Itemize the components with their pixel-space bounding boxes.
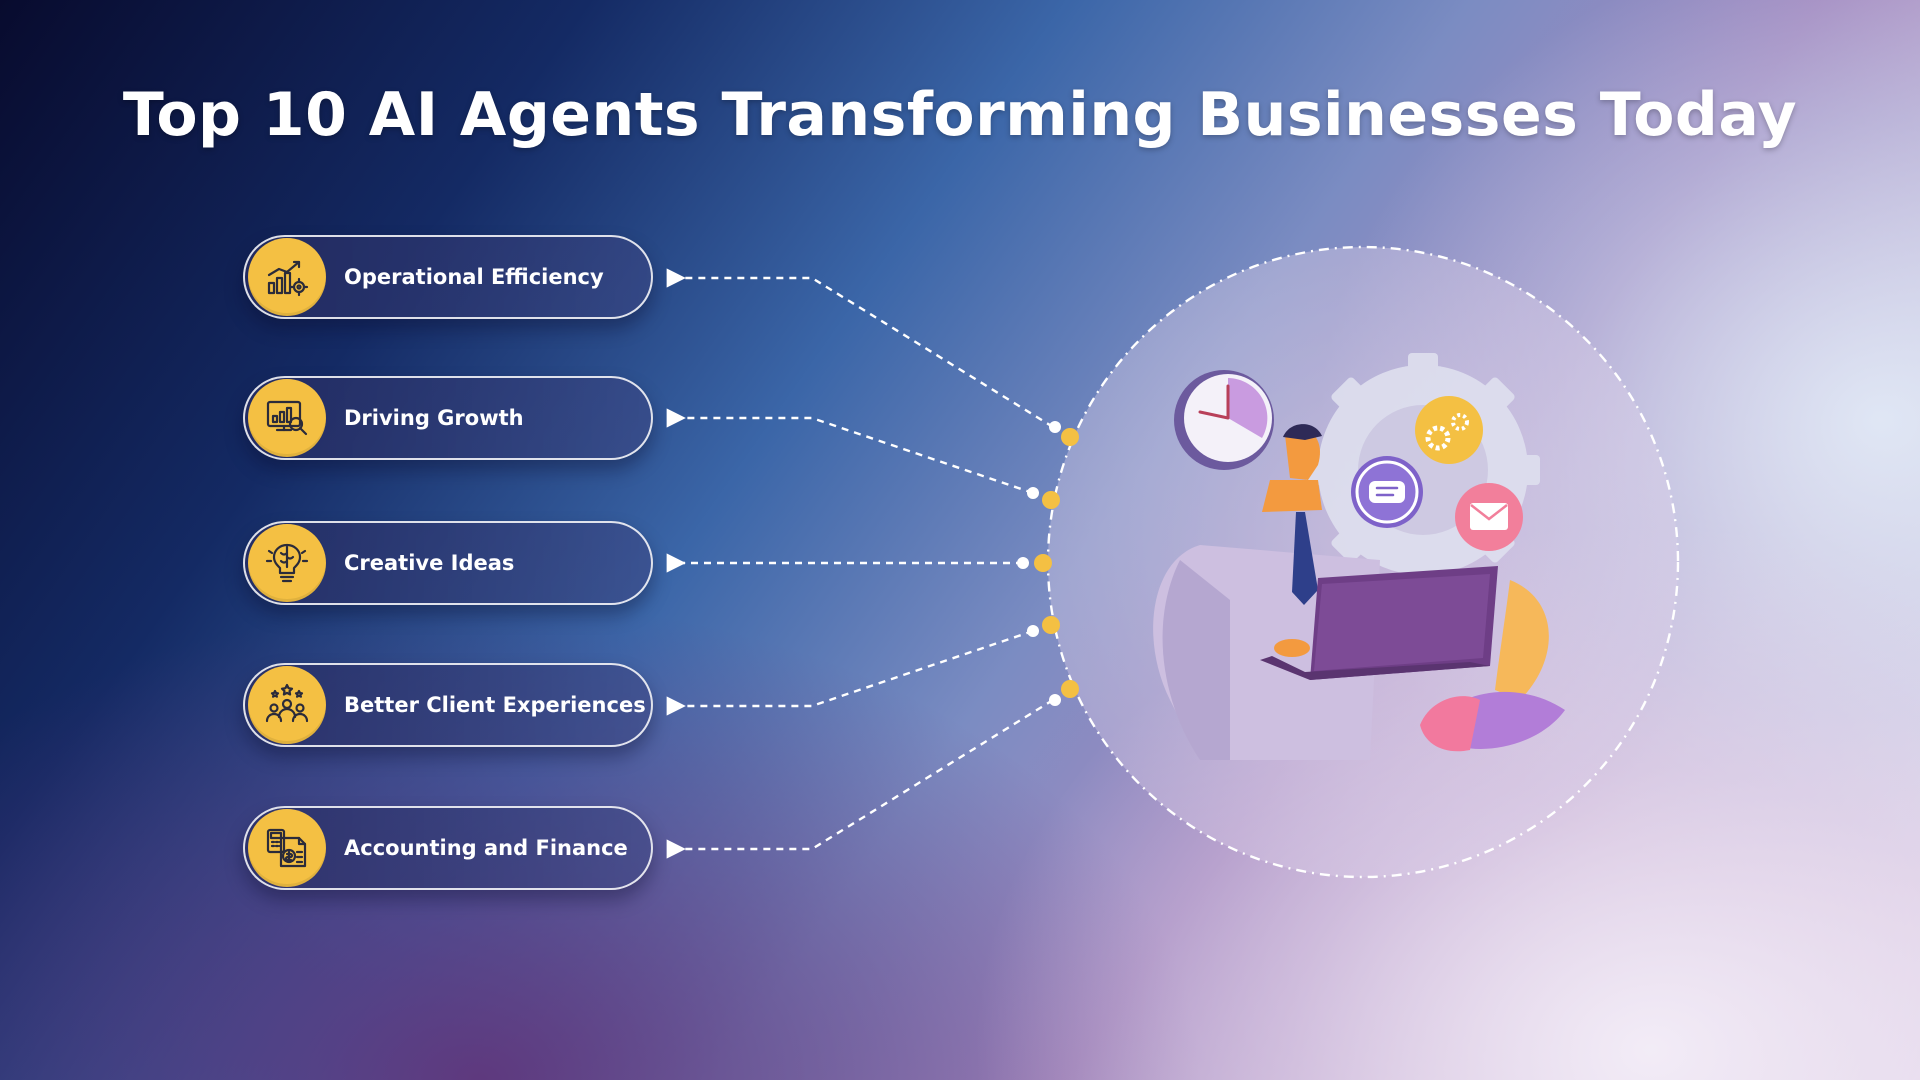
connector-4 bbox=[666, 629, 1034, 716]
item-creative-ideas: Creative Ideas bbox=[243, 521, 653, 605]
item-label: Better Client Experiences bbox=[344, 693, 646, 717]
gear-icon bbox=[1306, 353, 1540, 587]
finance-document-icon bbox=[248, 809, 326, 887]
clock-icon bbox=[1174, 370, 1274, 470]
small-gears-icon bbox=[1415, 396, 1483, 464]
envelope-icon bbox=[1455, 483, 1523, 551]
item-label: Accounting and Finance bbox=[344, 836, 628, 860]
item-driving-growth: Driving Growth bbox=[243, 376, 653, 460]
growth-chart-gear-icon bbox=[248, 238, 326, 316]
analytics-magnifier-icon bbox=[248, 379, 326, 457]
item-accounting-and-finance: Accounting and Finance bbox=[243, 806, 653, 890]
connector-1 bbox=[666, 268, 1054, 429]
item-better-client-experiences: Better Client Experiences bbox=[243, 663, 653, 747]
customers-stars-icon bbox=[248, 666, 326, 744]
item-label: Creative Ideas bbox=[344, 551, 515, 575]
connector-5 bbox=[666, 698, 1054, 859]
item-label: Operational Efficiency bbox=[344, 265, 604, 289]
item-operational-efficiency: Operational Efficiency bbox=[243, 235, 653, 319]
page-title: Top 10 AI Agents Transforming Businesses… bbox=[122, 80, 1798, 150]
item-label: Driving Growth bbox=[344, 406, 524, 430]
connector-2 bbox=[666, 408, 1034, 495]
person-illustration bbox=[1153, 424, 1565, 760]
brain-lightbulb-icon bbox=[248, 524, 326, 602]
chat-bubble-icon bbox=[1351, 456, 1423, 528]
connector-dots bbox=[1017, 421, 1079, 706]
